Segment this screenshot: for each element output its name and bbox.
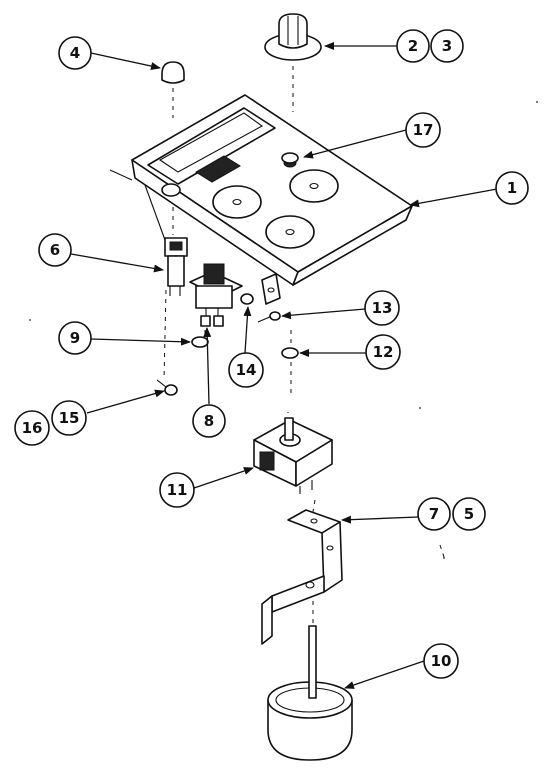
callout-label-6: 6 (50, 241, 60, 259)
callout-label-9: 9 (70, 329, 80, 347)
callout-3: 3 (430, 29, 464, 63)
callout-1: 1 (495, 171, 529, 205)
callout-17: 17 (405, 112, 441, 148)
callout-12: 12 (365, 334, 401, 370)
switch-clip (191, 336, 209, 348)
control-panel (109, 94, 413, 286)
callout-label-16: 16 (22, 419, 43, 437)
scan-specks (29, 101, 538, 559)
mounting-bracket (261, 273, 281, 305)
callout-2: 2 (396, 29, 430, 63)
callout-11: 11 (159, 472, 195, 508)
callout-label-15: 15 (59, 409, 80, 427)
callout-10: 10 (423, 643, 459, 679)
callout-label-8: 8 (204, 412, 214, 430)
callout-5: 5 (452, 497, 486, 531)
callout-7: 7 (417, 497, 451, 531)
timer-bracket (261, 509, 343, 645)
screw (257, 311, 281, 323)
callout-label-11: 11 (167, 481, 188, 499)
callout-15: 15 (51, 400, 87, 436)
button-cap (161, 61, 185, 84)
washer (281, 347, 299, 359)
callout-13: 13 (364, 290, 400, 326)
callout-6: 6 (38, 233, 72, 267)
callout-label-17: 17 (413, 121, 434, 139)
leader-lines (70, 42, 498, 689)
callout-8: 8 (192, 404, 226, 438)
callout-9: 9 (58, 321, 92, 355)
infinite-switch (253, 417, 333, 494)
callout-label-7: 7 (429, 505, 439, 523)
callout-label-2: 2 (408, 37, 418, 55)
callout-label-4: 4 (70, 44, 80, 62)
grommet (281, 152, 299, 164)
indicator-lamp (164, 237, 188, 296)
callout-label-1: 1 (507, 179, 517, 197)
callout-label-13: 13 (372, 299, 393, 317)
callout-label-3: 3 (442, 37, 452, 55)
callout-label-12: 12 (373, 343, 394, 361)
hex-nut (240, 293, 254, 305)
timer-motor (267, 625, 353, 761)
knob (264, 13, 322, 61)
callout-label-10: 10 (431, 652, 452, 670)
screw-and-nut (156, 379, 178, 396)
callout-4: 4 (58, 36, 92, 70)
callout-label-14: 14 (236, 361, 257, 379)
callout-14: 14 (228, 352, 264, 388)
callout-label-5: 5 (464, 505, 474, 523)
rocker-switch (189, 263, 243, 327)
callout-16: 16 (14, 410, 50, 446)
